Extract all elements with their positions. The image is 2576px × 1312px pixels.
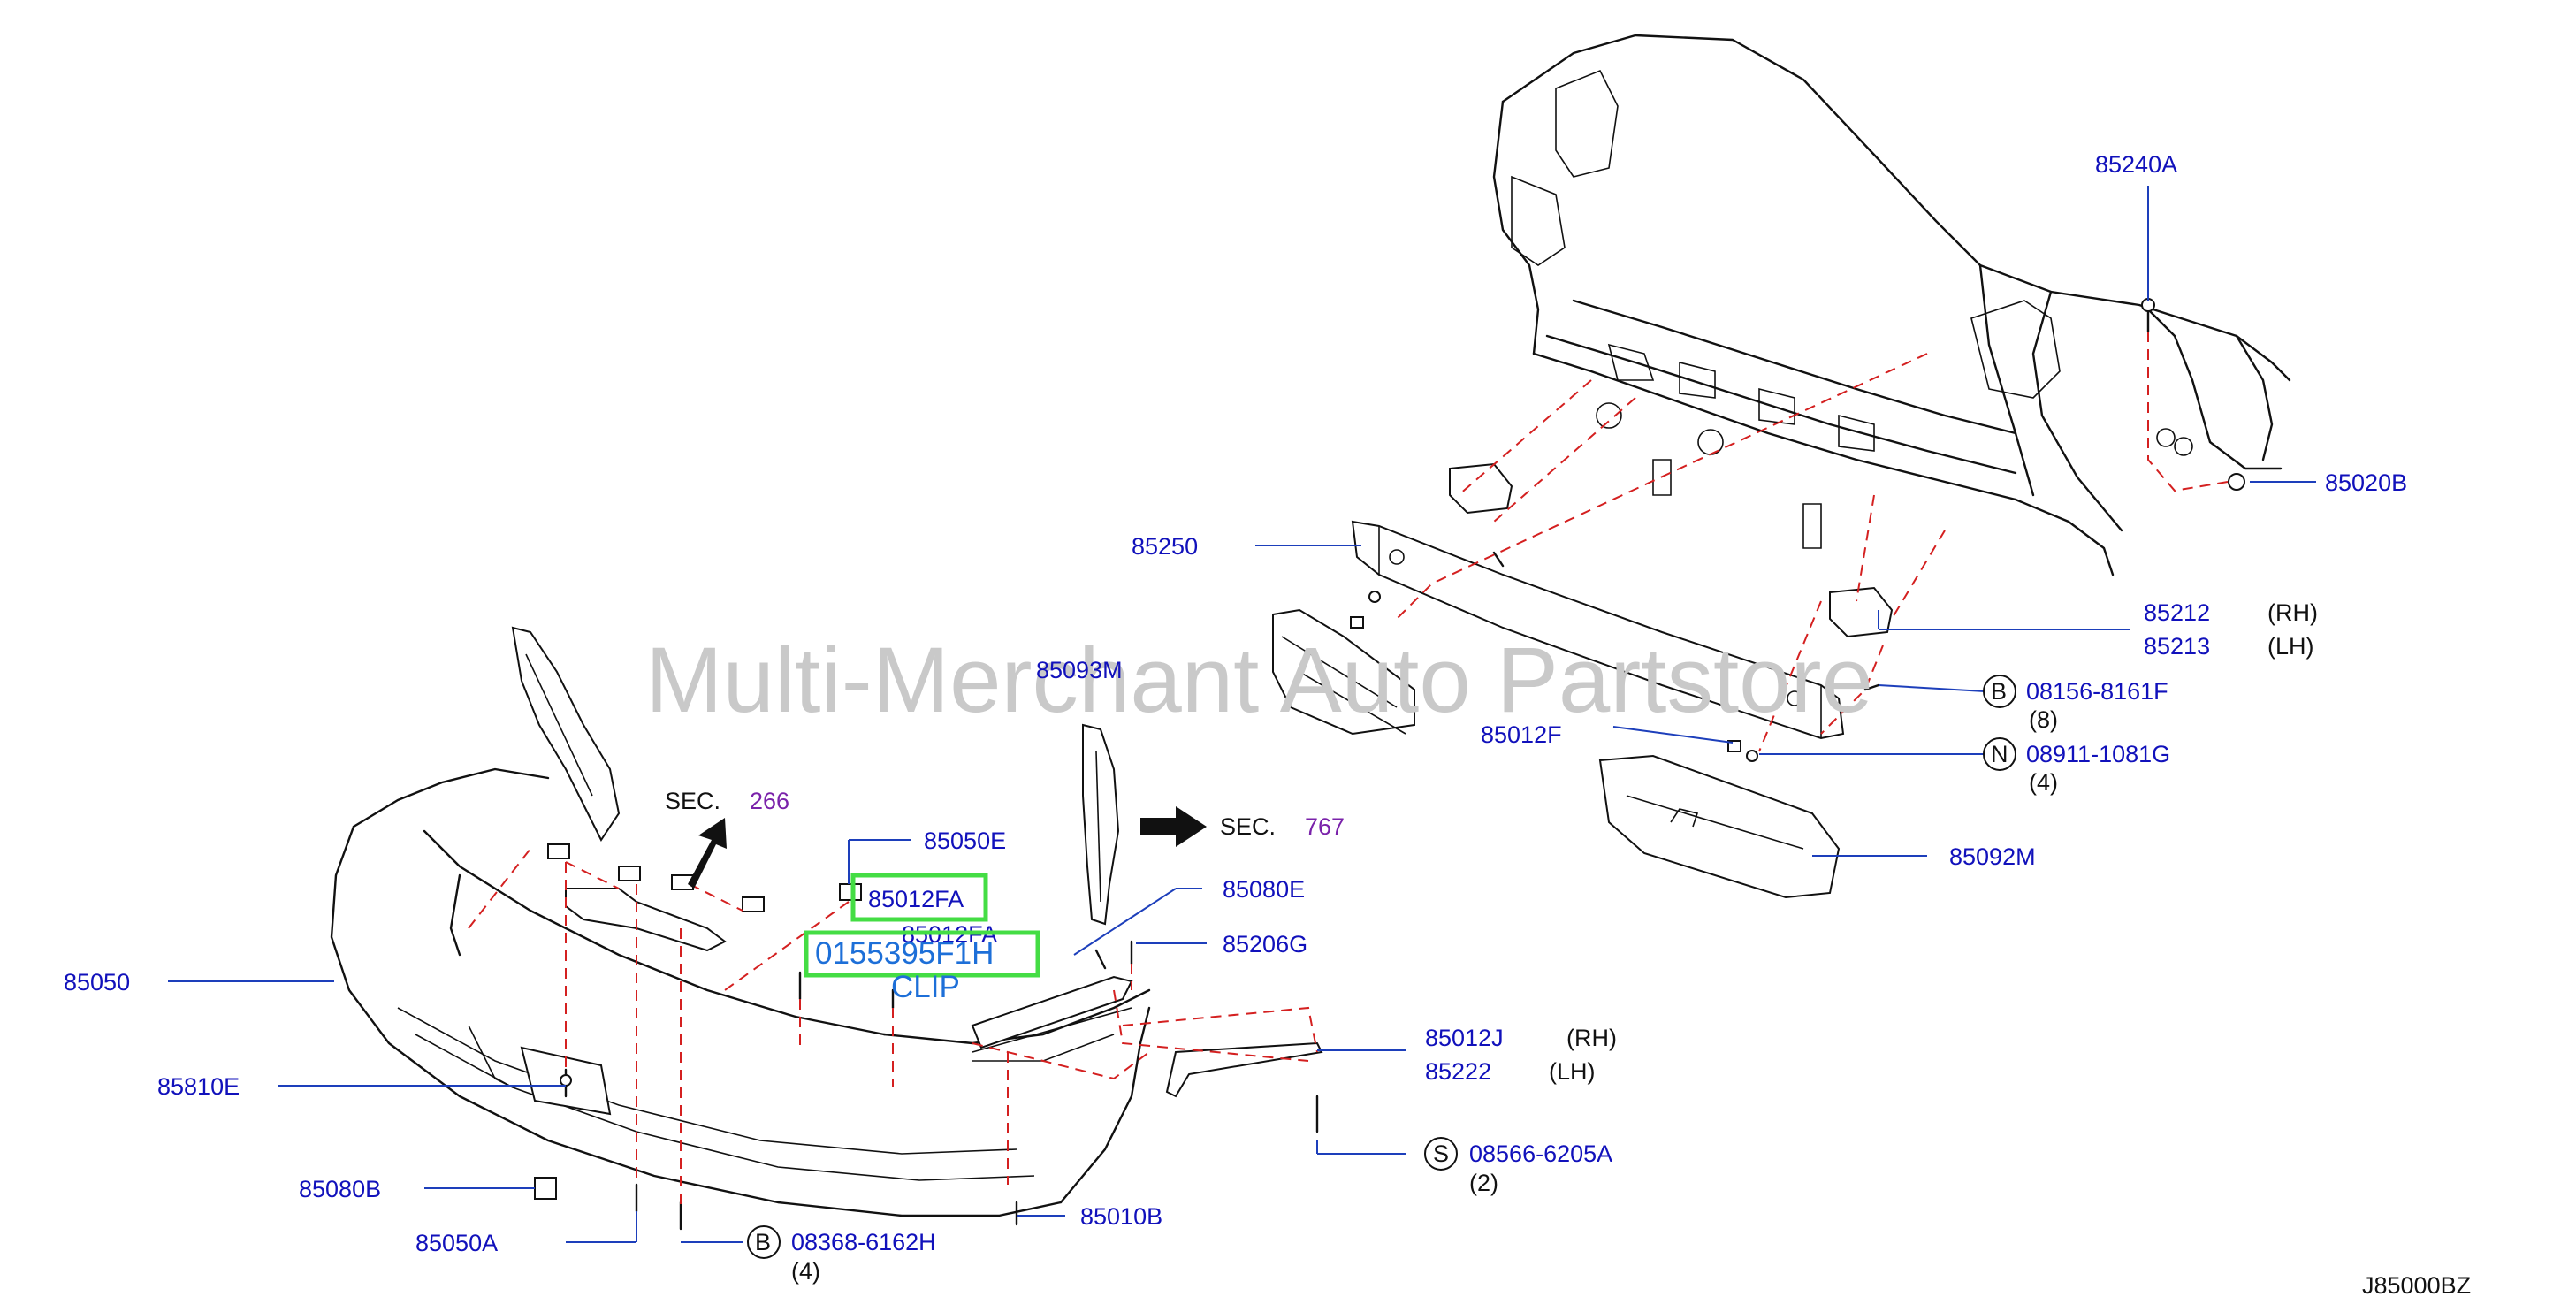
energy-absorber-drawing — [1272, 608, 1415, 736]
lower-bracket-drawing — [1598, 754, 1841, 899]
part-label-85206G[interactable]: 85206G — [1223, 931, 1307, 957]
bolt-type-letter: B — [1991, 678, 2007, 705]
part-label-85080B[interactable]: 85080B — [299, 1176, 381, 1202]
side-bracket-left-drawing — [511, 626, 621, 842]
leader-lines — [168, 186, 2316, 1243]
part-label-85010B[interactable]: 85010B — [1080, 1203, 1162, 1230]
part-label-08156-8161F[interactable]: 08156-8161F — [2026, 678, 2168, 705]
part-label-0155395F1H[interactable]: 0155395F1H — [815, 936, 994, 971]
part-label-85240A[interactable]: 85240A — [2095, 151, 2177, 178]
screw-type-s-icon — [1424, 1137, 1458, 1171]
part-label-85012FA-highlighted[interactable]: 85012FA — [868, 886, 964, 912]
side-label-lh: (LH) — [1549, 1058, 1596, 1085]
quantity-label: (4) — [791, 1258, 820, 1285]
arrow-up-left-icon — [688, 818, 727, 889]
part-label-08911-1081G[interactable]: 08911-1081G — [2026, 741, 2170, 767]
part-label-85050A[interactable]: 85050A — [415, 1230, 498, 1256]
highlight-box-85012FA — [850, 873, 988, 922]
section-ref-label: SEC. — [665, 788, 720, 814]
screw-type-letter: S — [1433, 1140, 1449, 1167]
nut-type-letter: N — [1991, 741, 2008, 767]
part-label-85012F[interactable]: 85012F — [1481, 721, 1562, 748]
part-label-85212[interactable]: 85212 — [2144, 599, 2210, 626]
section-ref-767[interactable]: 767 — [1305, 813, 1345, 840]
watermark-text: Multi-Merchant Auto Partstore — [645, 629, 1873, 732]
part-label-85250[interactable]: 85250 — [1132, 533, 1198, 560]
bolt-type-letter: B — [755, 1229, 771, 1255]
part-label-85012J[interactable]: 85012J — [1425, 1025, 1504, 1051]
nut-type-n-icon — [1983, 737, 2016, 771]
part-label-85222[interactable]: 85222 — [1425, 1058, 1491, 1085]
rear-body-panel-drawing — [1492, 34, 2291, 576]
bolt-type-b-icon — [747, 1225, 781, 1259]
part-label-85093M[interactable]: 85093M — [1036, 657, 1123, 683]
center-bracket-drawing — [547, 843, 862, 952]
section-ref-label: SEC. — [1220, 813, 1276, 840]
section-ref-266[interactable]: 266 — [750, 788, 789, 814]
quantity-label: (4) — [2029, 769, 2058, 796]
quantity-label: (2) — [1469, 1170, 1498, 1196]
part-label-08566-6205A[interactable]: 08566-6205A — [1469, 1140, 1612, 1167]
part-label-85213[interactable]: 85213 — [2144, 633, 2210, 660]
part-label-clip[interactable]: CLIP — [891, 970, 960, 1004]
highlight-box-0155395F1H — [804, 930, 1040, 978]
diagram-id: J85000BZ — [2362, 1272, 2471, 1299]
part-label-85092M[interactable]: 85092M — [1949, 843, 2036, 870]
part-label-85050E[interactable]: 85050E — [924, 828, 1006, 854]
bolt-type-b-icon — [1983, 675, 2016, 708]
part-label-85050[interactable]: 85050 — [64, 969, 130, 995]
side-label-rh: (RH) — [1566, 1025, 1617, 1051]
bumper-fascia-drawing — [330, 767, 1151, 1217]
part-label-85020B[interactable]: 85020B — [2325, 469, 2407, 496]
part-label-85810E[interactable]: 85810E — [157, 1073, 240, 1100]
side-bracket-right-drawing — [1082, 723, 1120, 926]
part-label-85080E[interactable]: 85080E — [1223, 876, 1305, 903]
side-label-rh: (RH) — [2267, 599, 2318, 626]
side-retainer-drawing — [971, 975, 1323, 1098]
assembly-dashed-lines — [468, 332, 2229, 1211]
reinforcement-beam-drawing — [1351, 462, 1894, 740]
part-label-08368-6162H[interactable]: 08368-6162H — [791, 1229, 936, 1255]
quantity-label: (8) — [2029, 706, 2058, 733]
arrow-right-icon — [1140, 806, 1207, 847]
side-label-lh: (LH) — [2267, 633, 2314, 660]
